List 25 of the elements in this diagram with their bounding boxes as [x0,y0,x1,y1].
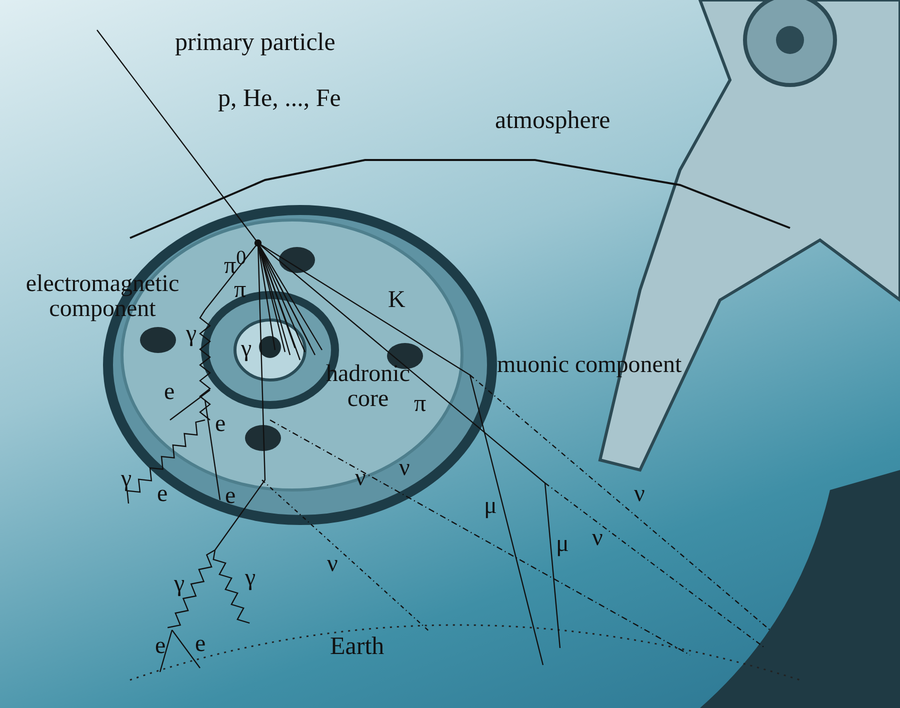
particle-symbol: γ [121,467,132,492]
particle-symbol: e [157,482,168,508]
particle-symbol: e [225,484,236,510]
particle-symbol: γ [186,322,197,348]
particle-symbol: ν [592,526,603,552]
particle-symbol: π [414,392,426,418]
particle-symbol: ν [327,552,338,578]
particle-label: primary particle [175,30,336,56]
particle-symbol: e [195,632,206,658]
particle-symbol: e [155,634,166,660]
particle-symbol: e [164,380,175,406]
particle-symbol: ν [634,482,645,508]
layer-label: atmosphere [495,108,610,134]
particle-symbol: ν [355,466,366,492]
particle-symbol: μ [484,494,497,520]
particle-list-label: p, He, ..., Fe [218,86,341,112]
particle-symbol: e [215,412,226,438]
particle-symbol: ν [399,456,410,482]
particle-symbol: γ [174,572,185,598]
particle-symbol: π [234,278,246,304]
particle-symbol: μ [556,532,569,558]
particle-symbol: γ [245,566,256,592]
particle-symbol: γ [241,337,252,362]
particle-symbol: K [388,288,406,314]
ground-label: Earth [330,634,384,660]
